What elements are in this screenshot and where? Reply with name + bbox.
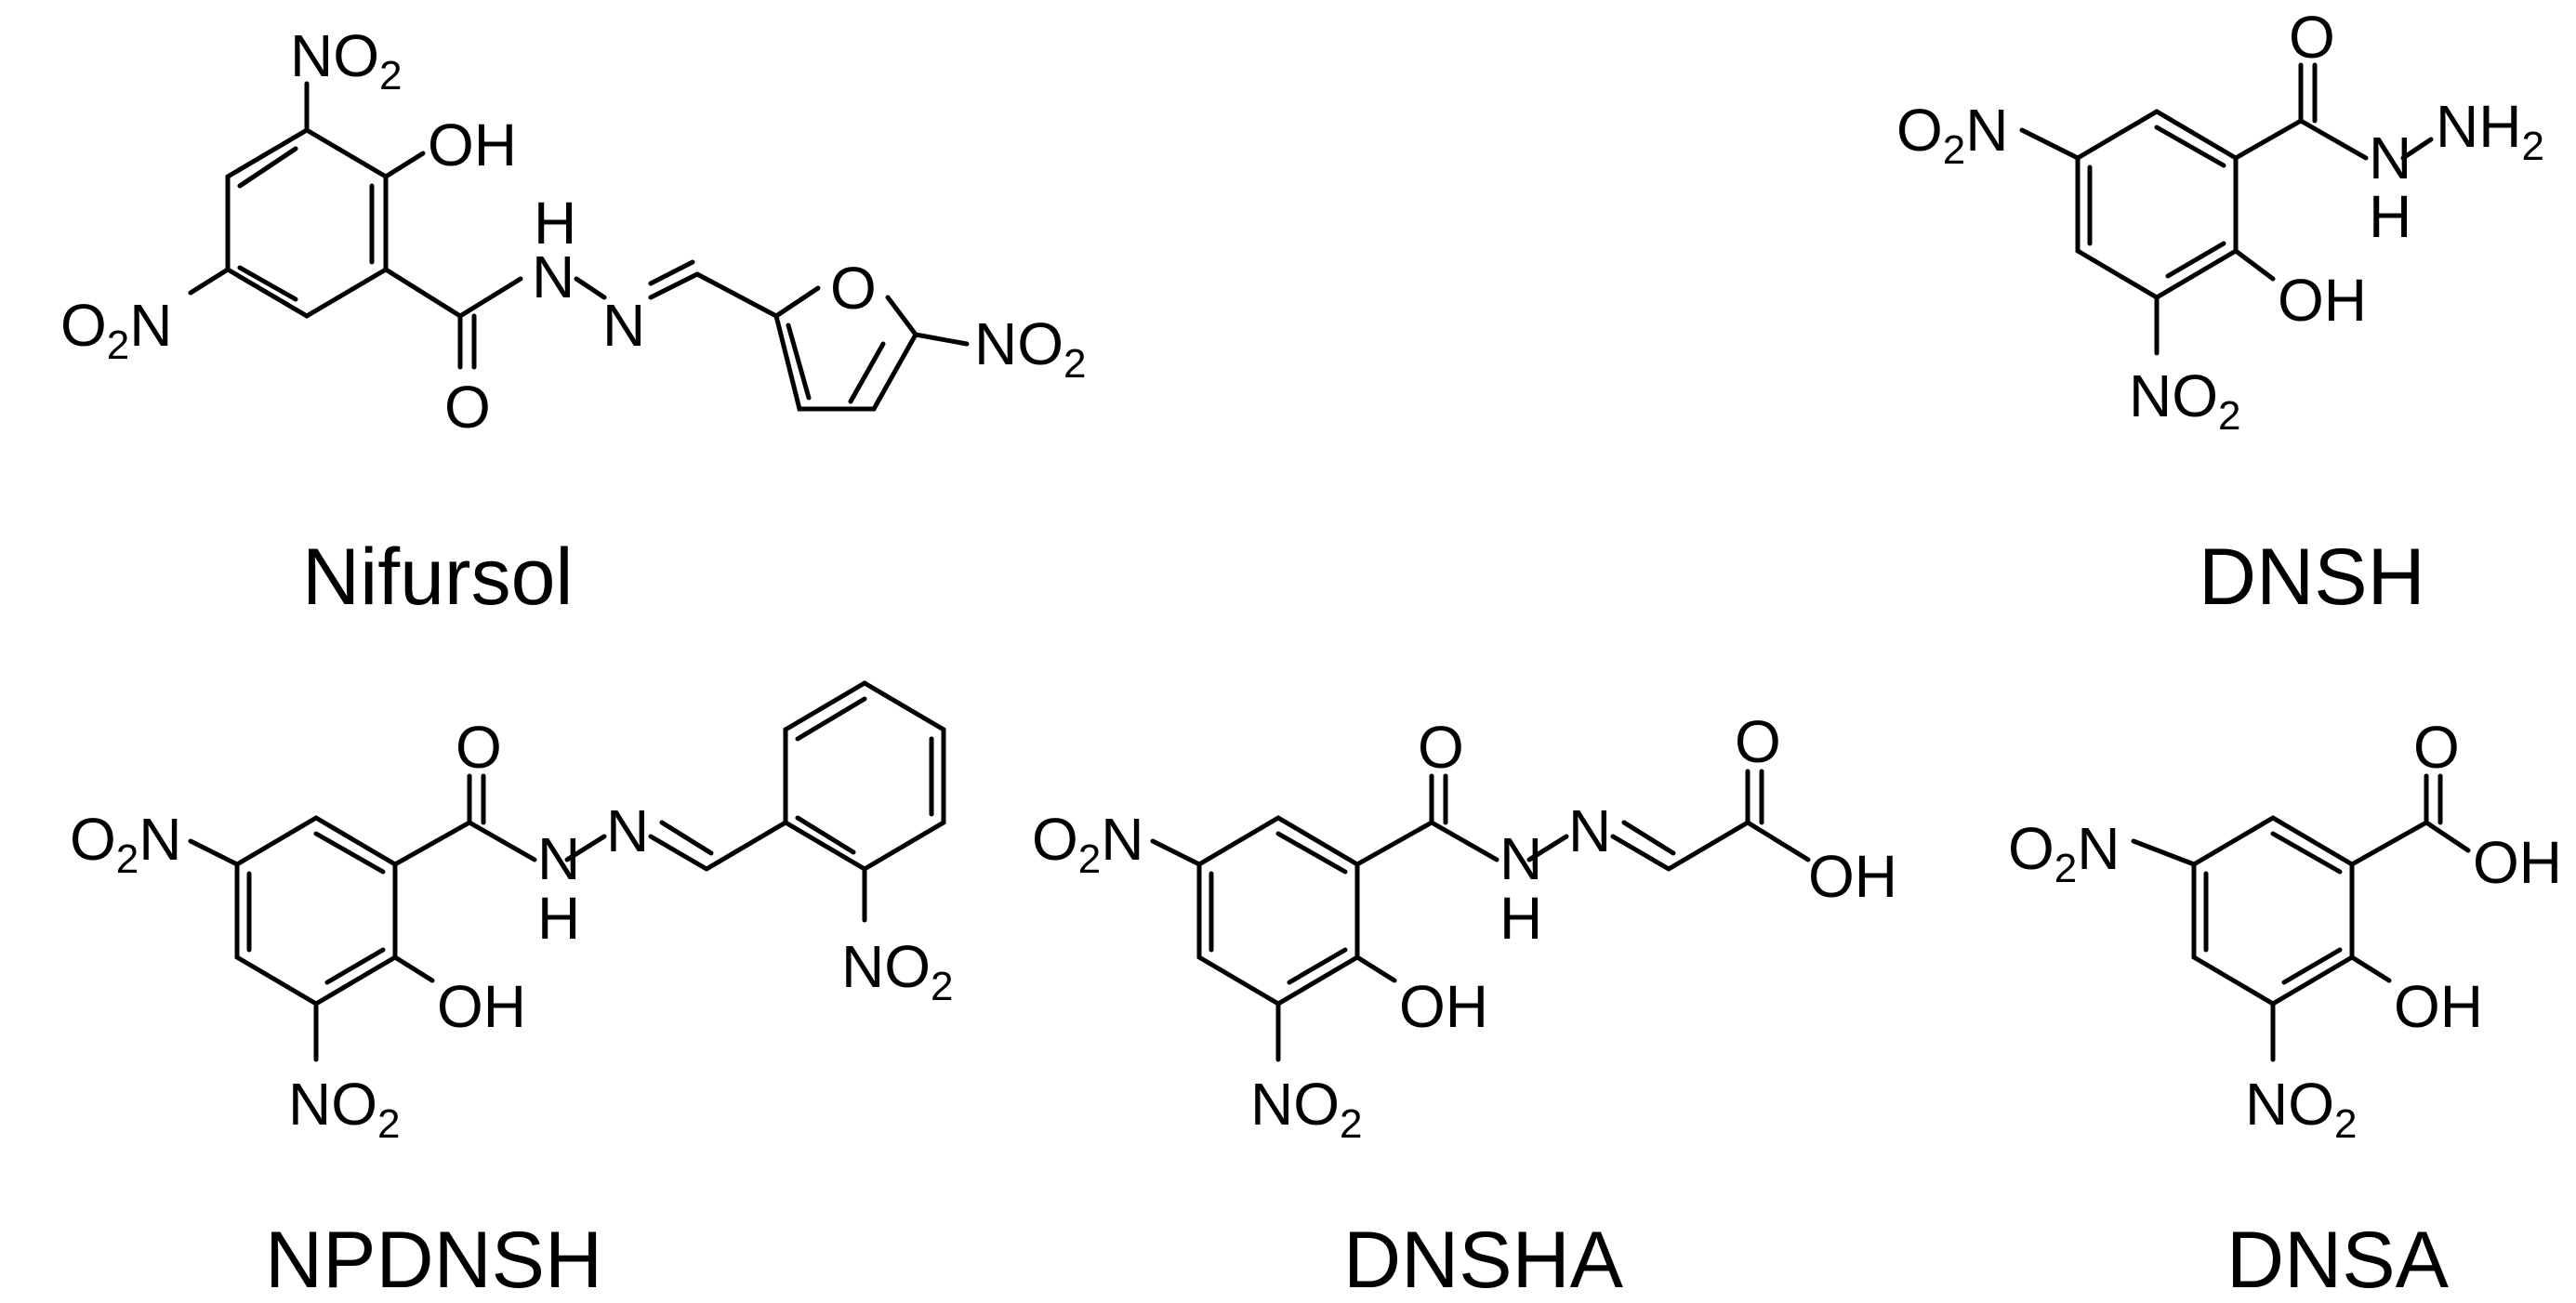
nifursol-no2-furan: NO2 — [974, 310, 1086, 387]
dnsa-o-carbonyl: O — [2413, 714, 2460, 781]
dnsha-nh-h: H — [1499, 885, 1542, 952]
dnsh-oh: OH — [2278, 267, 2367, 334]
npdnsh-no2-bottom: NO2 — [288, 1071, 400, 1147]
npdnsh-nh-h: H — [537, 885, 580, 952]
structure-dnsh: O O2N N H NH2 OH NO2 DNSH — [1896, 4, 2544, 622]
npdnsh-oh: OH — [437, 973, 526, 1040]
npdnsh-no2-ring: NO2 — [841, 933, 953, 1009]
dnsa-no2-bottom: NO2 — [2245, 1071, 2357, 1147]
structure-npdnsh: O O2N N H N NO2 OH NO2 NPDNSH — [70, 680, 953, 1303]
dnsha-name: DNSHA — [1343, 1216, 1624, 1303]
dnsh-nh2: NH2 — [2436, 93, 2544, 169]
structure-dnsha: O O O2N N H N OH OH NO2 DNSHA — [1032, 708, 1897, 1303]
structure-dnsa: O O2N OH OH NO2 DNSA — [2008, 714, 2562, 1303]
dnsha-no2-bottom: NO2 — [1250, 1071, 1362, 1147]
dnsha-o-acid: O — [1735, 708, 1781, 775]
nifursol-no2-top: NO2 — [290, 22, 402, 99]
dnsha-oh: OH — [1399, 973, 1488, 1040]
npdnsh-name: NPDNSH — [265, 1216, 602, 1303]
dnsh-nh-n: N — [2369, 125, 2411, 191]
nifursol-nh: N — [532, 243, 575, 310]
dnsh-no2-bottom: NO2 — [2129, 362, 2240, 439]
npdnsh-nh-n: N — [537, 825, 580, 892]
dnsa-name: DNSA — [2226, 1216, 2450, 1303]
dnsa-o2n-left: O2N — [2008, 815, 2120, 891]
dnsha-nh-n: N — [1499, 825, 1542, 892]
nifursol-oh: OH — [428, 112, 517, 178]
npdnsh-o-carbonyl: O — [456, 714, 502, 781]
dnsha-oh-acid: OH — [1808, 843, 1897, 910]
nifursol-o-carbonyl: O — [444, 374, 491, 441]
dnsh-o2n-left: O2N — [1896, 97, 2008, 173]
nifursol-o2n-left: O2N — [60, 292, 172, 368]
dnsha-o2n-left: O2N — [1032, 806, 1143, 882]
dnsa-oh-acid: OH — [2473, 829, 2562, 896]
structure-nifursol: NO2 OH O2N H N N O O NO2 Nifursol — [60, 22, 1086, 622]
dnsh-nh-h: H — [2369, 183, 2411, 250]
nifursol-name: Nifursol — [302, 533, 574, 622]
npdnsh-n: N — [606, 797, 649, 864]
dnsha-o-carbonyl: O — [1418, 714, 1464, 781]
nifursol-h: H — [534, 190, 576, 257]
nifursol-o-furan: O — [830, 255, 877, 322]
dnsha-n: N — [1568, 797, 1611, 864]
dnsa-oh: OH — [2394, 973, 2483, 1040]
dnsh-name: DNSH — [2199, 533, 2425, 622]
npdnsh-o2n-left: O2N — [70, 806, 181, 882]
nifursol-n: N — [602, 292, 645, 359]
dnsh-o-carbonyl: O — [2289, 4, 2335, 71]
